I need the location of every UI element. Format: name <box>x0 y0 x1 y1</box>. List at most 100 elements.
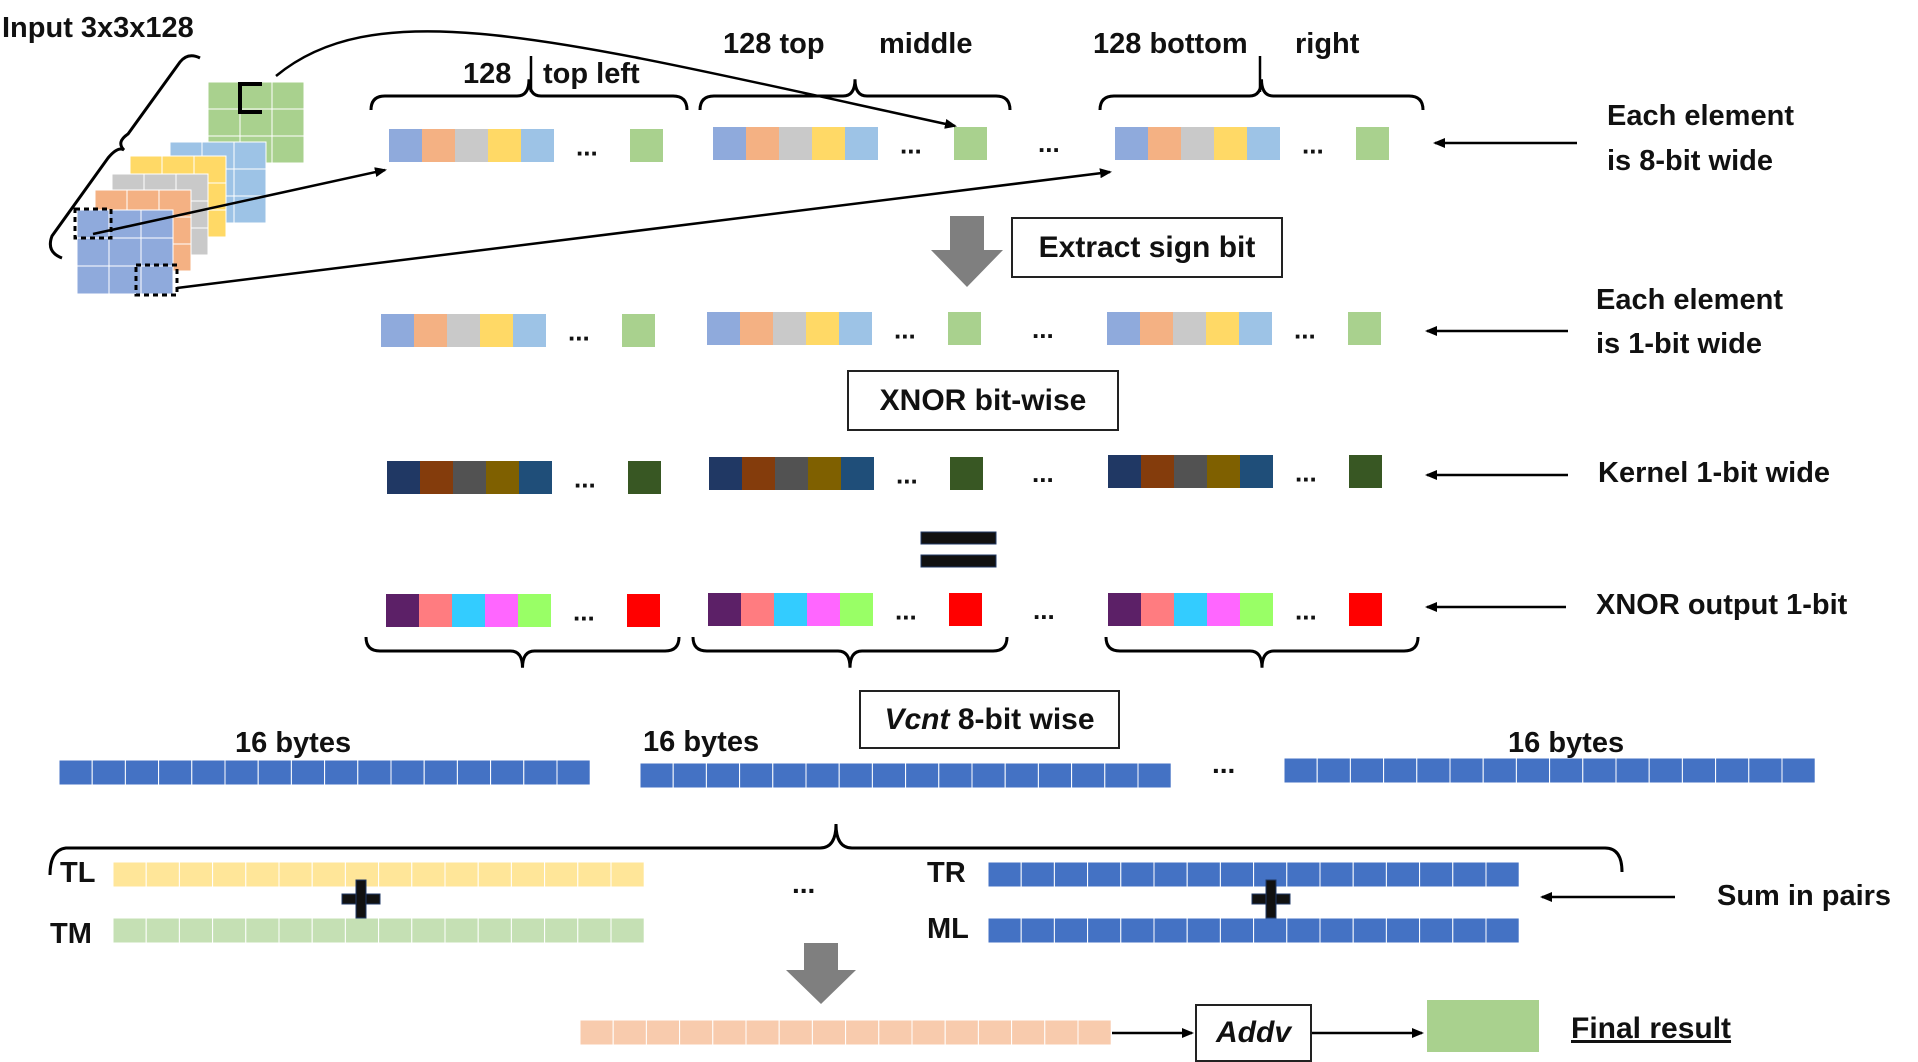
kernel-top-middle-last-cell <box>950 457 983 490</box>
tr-bar-cell <box>1452 861 1487 888</box>
arrow-input-to-bottomright <box>176 168 1112 290</box>
tr-bar-cell <box>1352 861 1387 888</box>
tm-bar-cell <box>510 917 546 944</box>
brace-xnor-top-left <box>364 636 681 668</box>
tr-bar-cell <box>1419 861 1454 888</box>
row8-top-middle-cell <box>713 127 746 160</box>
middle-label: middle <box>879 28 973 60</box>
row1-bottom-right-last-cell <box>1348 312 1381 345</box>
arrow-input-to-topmiddle <box>275 30 957 129</box>
kernel-top-left-cell <box>420 461 453 494</box>
sum-bar-cell <box>1077 1019 1112 1046</box>
row1-bottom-right-cell <box>1140 312 1173 345</box>
tm-bar-cell <box>477 917 512 944</box>
xnor-bitwise-box: XNOR bit-wise <box>847 370 1119 431</box>
bytes-bar-1-cell <box>324 759 359 786</box>
tm-bar-cell <box>311 917 346 944</box>
row1-top-middle-cell <box>707 312 740 345</box>
sum-bar-cell <box>878 1019 913 1046</box>
input-label: Input 3x3x128 <box>2 12 194 44</box>
input-slice-green-cell <box>239 81 273 110</box>
kernel-top-left-ellipsis: ... <box>574 464 596 494</box>
brace-pairs <box>48 823 1624 876</box>
tr-bar-cell <box>1153 861 1188 888</box>
row1-bottom-right-cell <box>1173 312 1206 345</box>
input-topleft-highlight <box>73 207 113 240</box>
kernel-bottom-right-cell <box>1141 455 1174 488</box>
tl-bar-cell <box>510 861 546 888</box>
bytes-bar-1-cell <box>58 759 93 786</box>
brace-top-middle <box>698 79 1012 111</box>
ml-bar-cell <box>1020 917 1055 944</box>
tl-bar-cell <box>477 861 512 888</box>
tm-bar-cell <box>112 917 147 944</box>
tl-bar-cell <box>444 861 479 888</box>
input-slice-green-cell <box>271 135 305 164</box>
ellipsis-pairs: ... <box>792 868 816 899</box>
row1-top-middle-cell <box>839 312 872 345</box>
bytes-bar-3-cell <box>1515 757 1551 784</box>
kernel-bottom-right-cell <box>1108 455 1141 488</box>
plus-tl-tm-v <box>355 879 367 919</box>
bytes-bar-3-cell <box>1349 757 1385 784</box>
ml-bar-cell <box>1053 917 1089 944</box>
bytes-bar-1-cell <box>91 759 126 786</box>
input-slice-lightblue-cell <box>233 141 267 170</box>
xnor-top-left-cell <box>386 594 419 627</box>
kernel-top-middle-cell <box>742 457 775 490</box>
equals-bar-top <box>920 531 997 545</box>
ml-bar-cell <box>1253 917 1288 944</box>
tl-bar-cell <box>278 861 313 888</box>
row1-bottom-right-cell <box>1107 312 1140 345</box>
tr-bar-cell <box>1319 861 1354 888</box>
row8-top-left-last-cell <box>630 129 663 162</box>
bytes-bar-2-cell <box>1004 762 1039 789</box>
row1-top-middle-ellipsis: ... <box>894 315 916 345</box>
tr-bar-cell <box>1219 861 1255 888</box>
xnor-top-middle-ellipsis: ... <box>895 596 917 626</box>
sum-bar-cell <box>911 1019 946 1046</box>
row1-top-left-cell <box>414 314 447 347</box>
row1-top-middle-last-cell <box>948 312 981 345</box>
bytes-bar-1-cell <box>456 759 492 786</box>
ml-bar-cell <box>1186 917 1221 944</box>
input-slice-green-cell <box>271 81 305 110</box>
tr-bar-cell <box>1053 861 1089 888</box>
row1-top-middle-cell <box>773 312 806 345</box>
ellipsis-bytes: ... <box>1212 748 1236 779</box>
final-result-label: Final result <box>1571 1012 1732 1045</box>
ml-label: ML <box>927 913 969 945</box>
sum-in-pairs-label: Sum in pairs <box>1717 880 1892 912</box>
tl-bar-cell <box>178 861 214 888</box>
ml-bar-cell <box>987 917 1022 944</box>
xnor-top-middle-cell <box>741 593 774 626</box>
bytes-label-2: 16 bytes <box>643 726 760 758</box>
row8-top-left-cell <box>389 129 422 162</box>
tm-bar-cell <box>212 917 247 944</box>
kernel-bottom-right-last-cell <box>1349 455 1382 488</box>
ml-bar-cell <box>1419 917 1454 944</box>
tm-bar-cell <box>245 917 280 944</box>
ml-bar-cell <box>1219 917 1255 944</box>
row1-top-left-ellipsis: ... <box>568 317 590 347</box>
bytes-bar-1-cell <box>523 759 558 786</box>
bytes-bar-2-cell <box>1137 762 1172 789</box>
tr-bar-cell <box>1087 861 1122 888</box>
tr-bar-cell <box>1385 861 1421 888</box>
bytes-bar-2-cell <box>1104 762 1139 789</box>
kernel-bottom-right-cell <box>1207 455 1240 488</box>
each-element-1bit-line2: is 1-bit wide <box>1596 328 1762 360</box>
xnor-top-left-last-cell <box>627 594 660 627</box>
bytes-bar-3-cell <box>1449 757 1484 784</box>
right-label: right <box>1295 28 1360 60</box>
kernel-bottom-right-cell <box>1174 455 1207 488</box>
input-slice-blue-cell <box>140 209 174 239</box>
kernel-gap-ellipsis: ... <box>1032 458 1054 488</box>
input-bottomright-highlight <box>134 263 179 297</box>
bytes-bar-1-cell <box>490 759 525 786</box>
row8-bottom-right-cell <box>1214 127 1247 160</box>
final-result-block <box>1427 1000 1539 1052</box>
row1-top-left-last-cell <box>622 314 655 347</box>
bytes-bar-2-cell <box>871 762 907 789</box>
sum-bar-cell <box>579 1019 614 1046</box>
